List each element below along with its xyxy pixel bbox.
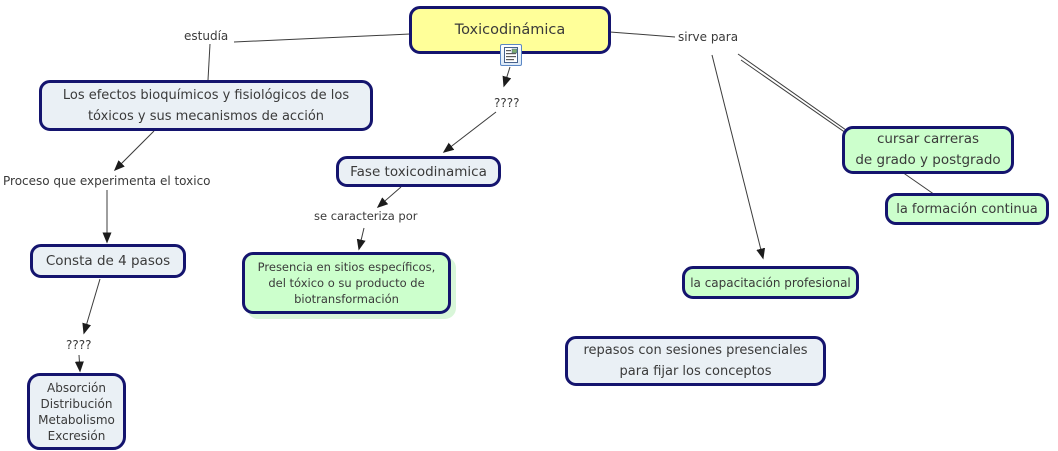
connector-sirve-cursar (737, 53, 847, 131)
node-efectos-line2: tóxicos y sus mecanismos de acción (87, 108, 325, 124)
connector-estudia-efectos (207, 43, 211, 81)
document-icon (504, 47, 518, 63)
node-toxicodinamica-text: Toxicodinámica (454, 22, 566, 38)
node-fase-text: Fase toxicodinamica (350, 163, 487, 180)
connector-qcenter-fase (442, 111, 497, 153)
connector-consta-qleft (82, 278, 101, 335)
node-repasos-sesiones[interactable]: repasos con sesiones presenciales para f… (565, 336, 826, 386)
link-label-question-left[interactable]: ???? (64, 338, 94, 352)
connector-fase-caracteriza (376, 186, 402, 208)
link-label-caracteriza[interactable]: se caracteriza por (312, 209, 420, 223)
link-label-estudia[interactable]: estudía (182, 29, 231, 43)
connector-toxicodinamica-sirve (609, 31, 676, 38)
node-capacitacion-profesional[interactable]: la capacitación profesional (682, 266, 859, 299)
node-cursar-line2: de grado y postgrado (855, 152, 1001, 168)
connector-qleft-adme (74, 354, 84, 373)
connector-efectos-proceso (113, 130, 155, 172)
link-label-sirve-para[interactable]: sirve para (676, 30, 741, 44)
node-fase-toxicodinamica[interactable]: Fase toxicodinamica (336, 156, 501, 187)
connector-toxicodinamica-estudia (233, 33, 411, 43)
node-adme-line3: Metabolismo (38, 412, 115, 427)
node-cursar-carreras[interactable]: cursar carreras de grado y postgrado (842, 126, 1014, 174)
node-presencia-line1: Presencia en sitios específicos, (257, 260, 436, 274)
node-presencia-sitios[interactable]: Presencia en sitios específicos, del tóx… (242, 252, 451, 314)
connector-toxicodinamica-qcenter (502, 66, 512, 88)
node-capacitacion-text: la capacitación profesional (690, 275, 851, 290)
node-presencia-line2: del tóxico o su producto de (268, 276, 425, 290)
node-adme-line2: Distribución (40, 396, 113, 411)
node-adme[interactable]: Absorción Distribución Metabolismo Excre… (27, 373, 126, 450)
connector-sirve-formacion (740, 59, 939, 198)
node-repasos-line2: para fijar los conceptos (619, 364, 772, 379)
connector-sirve-capacitacion (711, 54, 766, 260)
node-efectos-bioquimicos[interactable]: Los efectos bioquímicos y fisiológicos d… (39, 80, 373, 131)
node-formacion-text: la formación continua (896, 201, 1038, 217)
node-cursar-line1: cursar carreras (876, 131, 980, 147)
link-label-question-center[interactable]: ???? (492, 96, 522, 110)
link-label-proceso[interactable]: Proceso que experimenta el toxico (1, 174, 213, 188)
node-consta-4-pasos[interactable]: Consta de 4 pasos (30, 244, 186, 278)
node-efectos-line1: Los efectos bioquímicos y fisiológicos d… (62, 87, 350, 103)
node-formacion-continua[interactable]: la formación continua (885, 193, 1049, 225)
node-adme-line4: Excresión (47, 428, 106, 443)
resource-icon[interactable] (500, 44, 522, 66)
node-presencia-line3: biotransformación (294, 292, 399, 306)
connector-caracteriza-presencia (356, 227, 366, 251)
node-repasos-line1: repasos con sesiones presenciales (583, 343, 808, 358)
node-adme-line1: Absorción (47, 380, 106, 395)
node-consta-text: Consta de 4 pasos (45, 253, 171, 269)
